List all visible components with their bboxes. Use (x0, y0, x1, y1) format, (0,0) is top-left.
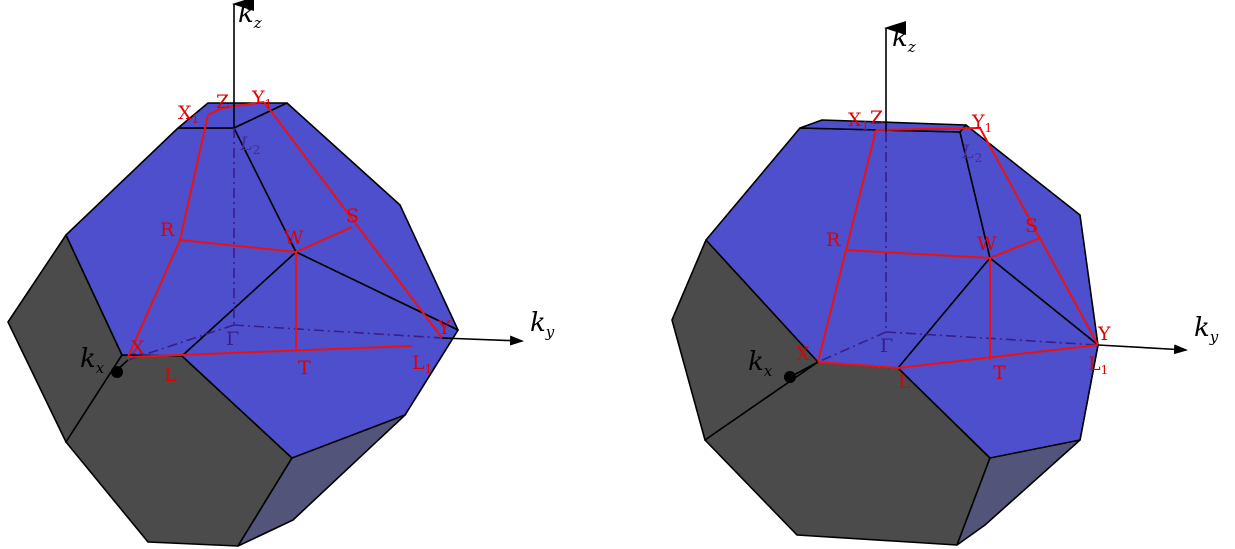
left-label-gamma: Γ (226, 328, 239, 350)
right-path-top (875, 127, 981, 131)
left-brillouin-zone: kz ky kx Z X1 Y1 L2 R W S Γ X L T Y L1 (7, 0, 555, 547)
left-label-y: Y (437, 317, 451, 339)
right-label-y1: Y1 (971, 111, 992, 135)
right-label-t: T (993, 362, 1006, 384)
left-kz-label: kz (238, 0, 262, 32)
left-ky-label: ky (530, 308, 555, 341)
right-label-z: Z (870, 107, 883, 129)
right-hidden-gamma-x (817, 331, 887, 363)
left-hidden-gamma-x (127, 324, 235, 361)
right-kx-arrowhead (784, 371, 796, 383)
right-kz-label: kz (892, 23, 916, 56)
right-path-x-l-l1 (817, 344, 1099, 370)
left-kx-arrowhead (111, 366, 123, 378)
left-kx-label: kx (80, 344, 105, 377)
right-ky-axis (1097, 344, 1188, 355)
right-label-l1: L1 (1088, 353, 1108, 377)
left-label-w: W (284, 227, 304, 249)
left-hidden-gamma-y (233, 324, 443, 339)
right-kx-axis (791, 361, 819, 377)
right-label-w: W (977, 233, 997, 255)
left-label-x: X (131, 337, 145, 359)
right-label-gamma: Γ (880, 335, 893, 357)
right-label-l: L (898, 371, 911, 393)
right-label-x: X (796, 343, 810, 365)
right-label-l2: L2 (961, 141, 982, 165)
left-label-l: L (164, 364, 177, 386)
left-path-w-s (295, 226, 353, 253)
right-label-s: S (1025, 215, 1038, 237)
left-path-y1-y (263, 101, 443, 339)
right-label-x1: X1 (848, 109, 869, 133)
right-brillouin-zone: kz ky kx X1 Z Y1 L2 R W S Γ X L T Y L1 (671, 21, 1219, 546)
right-path-y1-y (979, 127, 1099, 346)
right-kx-label: kx (748, 347, 773, 380)
right-path-w-s (989, 237, 1041, 259)
left-label-y1: Y1 (251, 87, 272, 111)
right-path-r-w (845, 249, 991, 259)
left-label-z: Z (216, 91, 229, 113)
left-label-l2: L2 (239, 133, 260, 157)
left-path-r-w (179, 239, 297, 253)
left-label-x1: X1 (178, 102, 199, 126)
left-path-x-l1 (127, 345, 413, 358)
right-blue-face-front (897, 257, 1099, 459)
left-ky-axis (441, 335, 524, 346)
left-label-r: R (160, 219, 175, 241)
right-label-r: R (826, 229, 841, 251)
right-hidden-gamma-y (885, 331, 1099, 346)
left-blue-face-front (181, 251, 459, 459)
left-path-top (207, 101, 265, 116)
left-label-s: S (346, 205, 359, 227)
right-label-y: Y (1097, 323, 1111, 345)
right-ky-label: ky (1194, 313, 1219, 346)
left-label-t: T (298, 357, 311, 379)
left-label-l1: L1 (412, 352, 432, 376)
